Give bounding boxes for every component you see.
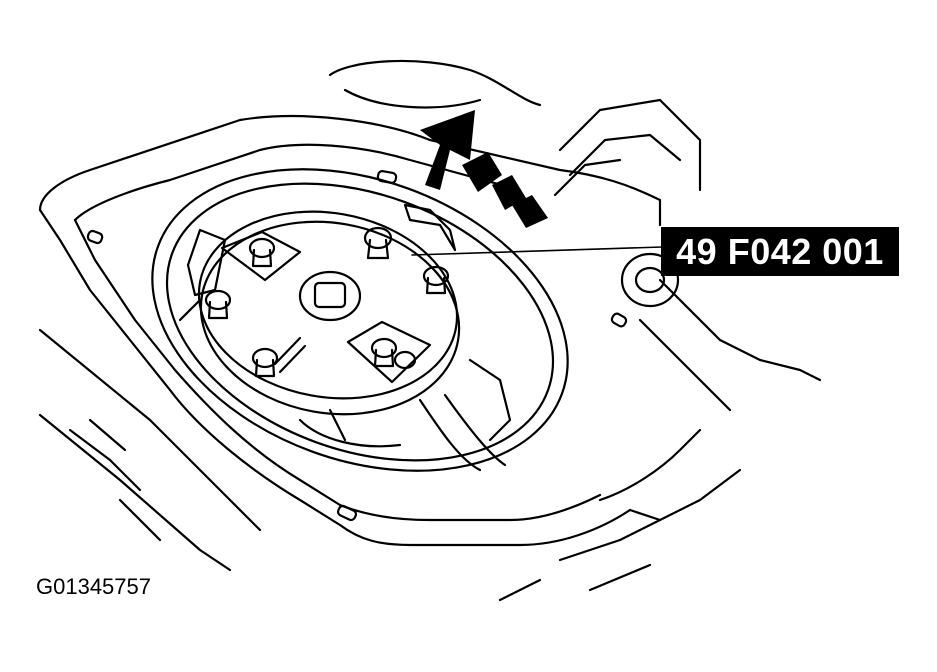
mounting-opening-outer [151,168,569,472]
tool-pins [204,226,450,378]
pump-hose [418,393,507,472]
tool-number-callout: 49 F042 001 [661,227,899,276]
right-panel [558,98,702,192]
panel-slot-left [86,229,104,245]
panel-bolt-hole [620,252,680,308]
callout-leader-line [411,246,663,256]
tool-bracket-right [403,203,457,252]
direction-arrow [420,110,548,228]
figure-id-label: G01345757 [36,574,151,599]
adapter-plate-lower [346,320,432,384]
center-square-drive [313,281,347,309]
tool-bracket-left [186,228,227,297]
mounting-opening-inner [165,182,555,462]
floor-panel-outline [38,114,662,227]
top-hump-inner [343,88,482,109]
adapter-plate-upper [220,230,302,282]
floor-panel-inner [73,143,522,222]
panel-slot-bottom [336,504,358,522]
tool-disc-side [199,220,461,416]
top-hump [328,59,542,107]
panel-slot-right [610,312,628,328]
tool-disc-top [197,210,459,400]
center-drive-boss [298,270,362,322]
left-beam [38,328,262,532]
